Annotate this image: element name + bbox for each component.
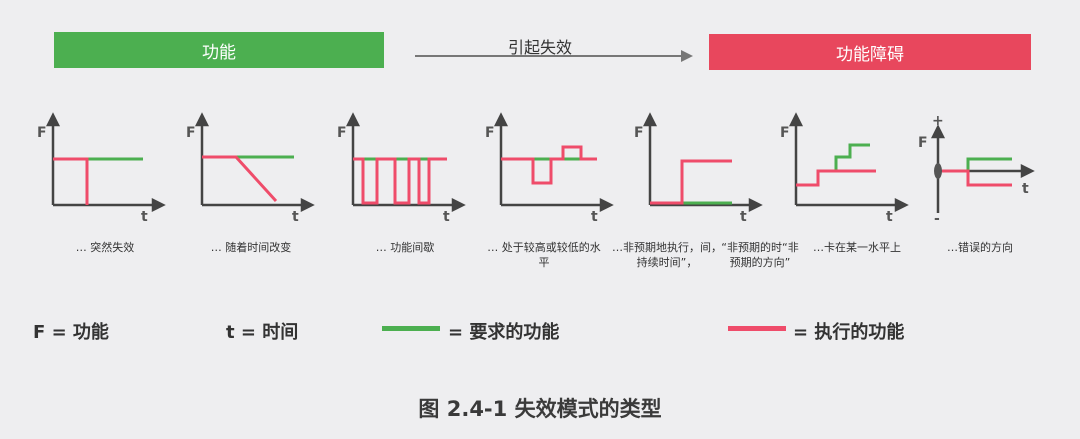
f-axis-label: F <box>337 125 347 141</box>
t-axis-label: t <box>443 209 450 225</box>
caption-wrong-direction: …错误的方向 <box>947 241 1013 254</box>
graph-sudden-failure: F t <box>37 112 166 225</box>
legend-f-definition: F = 功能 <box>33 322 109 343</box>
f-axis-label: F <box>186 125 196 141</box>
graph-unexpected-execution: F t <box>634 112 763 225</box>
caption-change-over-time: … 随着时间改变 <box>210 241 292 254</box>
panel-change-over-time: F t <box>184 112 334 225</box>
legend-required-line <box>382 326 440 331</box>
graph-change-over-time: F t <box>186 112 315 225</box>
f-axis-label: F <box>780 125 790 141</box>
f-axis-label: F <box>918 135 928 151</box>
graph-higher-lower-level: F t <box>485 112 614 225</box>
legend-required-label: = 要求的功能 <box>448 322 560 343</box>
caption-higher-lower-level: … 处于较高或较低的水平 <box>487 241 601 269</box>
cause-label: 引起失效 <box>507 38 572 57</box>
panel-unexpected-execution: F t <box>632 112 782 225</box>
caption-sudden-failure: … 突然失效 <box>75 241 135 254</box>
figure-caption: 图 2.4-1 失效模式的类型 <box>418 397 662 421</box>
panel-sudden-failure: F t <box>35 112 185 225</box>
failure-bar: 功能障碍 <box>709 34 1031 70</box>
minus-sign: - <box>934 211 940 227</box>
f-axis-label: F <box>37 125 47 141</box>
t-axis-label: t <box>740 209 747 225</box>
caption-unexpected-time-direction: “非预期的时“非预期的方向” <box>721 241 799 269</box>
legend-executed-line <box>728 326 786 331</box>
panel-higher-lower-level: F t <box>483 112 633 225</box>
plus-sign: + <box>932 113 944 129</box>
graph-intermittent: F t <box>337 112 466 225</box>
caption-intermittent: … 功能间歇 <box>375 241 435 254</box>
legend-t-definition: t = 时间 <box>226 322 299 343</box>
function-bar: 功能 <box>54 32 384 68</box>
graph-stuck-level: F t <box>780 112 909 225</box>
graph-wrong-direction: F + - t <box>918 113 1035 227</box>
t-axis-label: t <box>591 209 598 225</box>
cause-arrow <box>415 50 693 62</box>
panel-intermittent: F t <box>335 112 485 225</box>
t-axis-label: t <box>1022 181 1029 197</box>
t-axis-label: t <box>141 209 148 225</box>
panel-stuck-level: F t <box>778 112 928 225</box>
function-bar-label: 功能 <box>202 42 236 63</box>
legend-executed-label: = 执行的功能 <box>793 322 905 343</box>
t-axis-label: t <box>292 209 299 225</box>
f-axis-label: F <box>634 125 644 141</box>
panel-wrong-direction: F + - t <box>912 113 1062 227</box>
caption-unexpected-execution: …非预期地执行，间，持续时间”， <box>612 241 722 269</box>
t-axis-label: t <box>886 209 893 225</box>
f-axis-label: F <box>485 125 495 141</box>
caption-stuck-level: …卡在某一水平上 <box>813 241 901 254</box>
failure-bar-label: 功能障碍 <box>836 44 904 65</box>
